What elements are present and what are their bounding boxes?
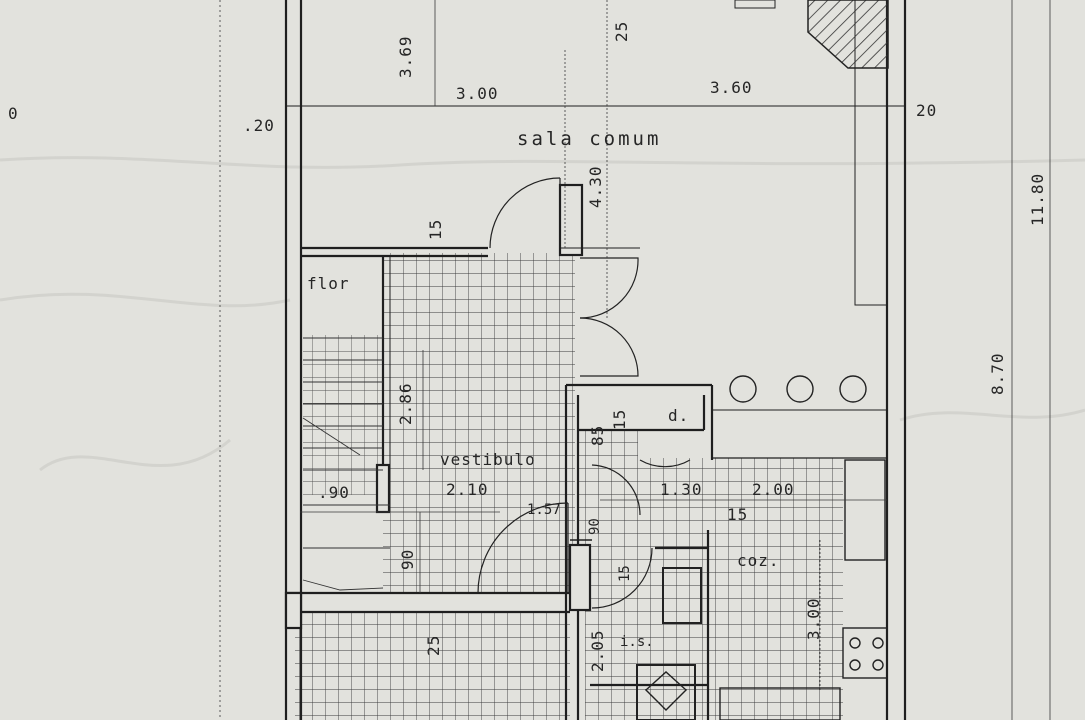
dim-hall-210: 2.10 [446,480,489,499]
entry-tiles [295,612,570,720]
dim-wc-205: 2.05 [588,629,607,672]
dim-kitchen-300: 3.00 [804,597,823,640]
dim-bottom-25: 25 [424,634,443,656]
dim-kitchen-200: 2.00 [752,480,795,499]
wc-tiles [585,590,645,720]
room-label-pantry: d. [668,406,690,425]
dim-total-1180: 11.80 [1028,172,1047,226]
dim-living-15: 15 [426,218,445,240]
dim-pantry-85: 85 [588,424,607,446]
dim-width-left: 3.00 [456,84,499,103]
room-label-wc: i.s. [620,634,654,650]
walls [284,0,907,720]
dim-wc-15: 15 [617,565,633,582]
dim-kitchen-130: 1.30 [660,480,703,499]
dim-total-870: 8.70 [988,352,1007,395]
hall-tiles [383,253,575,593]
dim-wall-left: .20 [243,116,275,135]
fixtures [636,0,888,720]
room-label-living: sala comum [517,128,662,150]
dim-left-edge: 0 [8,104,19,123]
dim-top-25: 25 [612,20,631,42]
room-label-flower: flor [307,274,350,293]
dim-wall-right: 20 [916,101,938,120]
dim-width-right: 3.60 [710,78,753,97]
paper-creases [0,156,1085,472]
dim-stair-90: .90 [318,483,350,502]
dimension-lines [219,0,1051,720]
chimney-hatch [807,0,889,69]
dim-hall-286: 2.86 [396,382,415,425]
door-swings [477,177,691,609]
flower-tiles [303,335,383,495]
dim-kitchen-15: 15 [727,505,749,524]
dim-living-430: 4.30 [586,165,605,208]
dim-door-90: 90 [587,518,603,535]
wall-stub [734,0,776,9]
dim-living-depth: 3.69 [396,35,415,78]
dim-door-157: 1.57 [527,502,561,518]
room-label-kitchen: coz. [737,551,780,570]
stair-steps [302,337,390,591]
dim-pantry-15: 15 [610,408,629,430]
room-label-hall: vestibulo [440,450,536,469]
dim-hall-90: 90 [398,548,417,570]
kitchen-tiles [638,458,843,720]
